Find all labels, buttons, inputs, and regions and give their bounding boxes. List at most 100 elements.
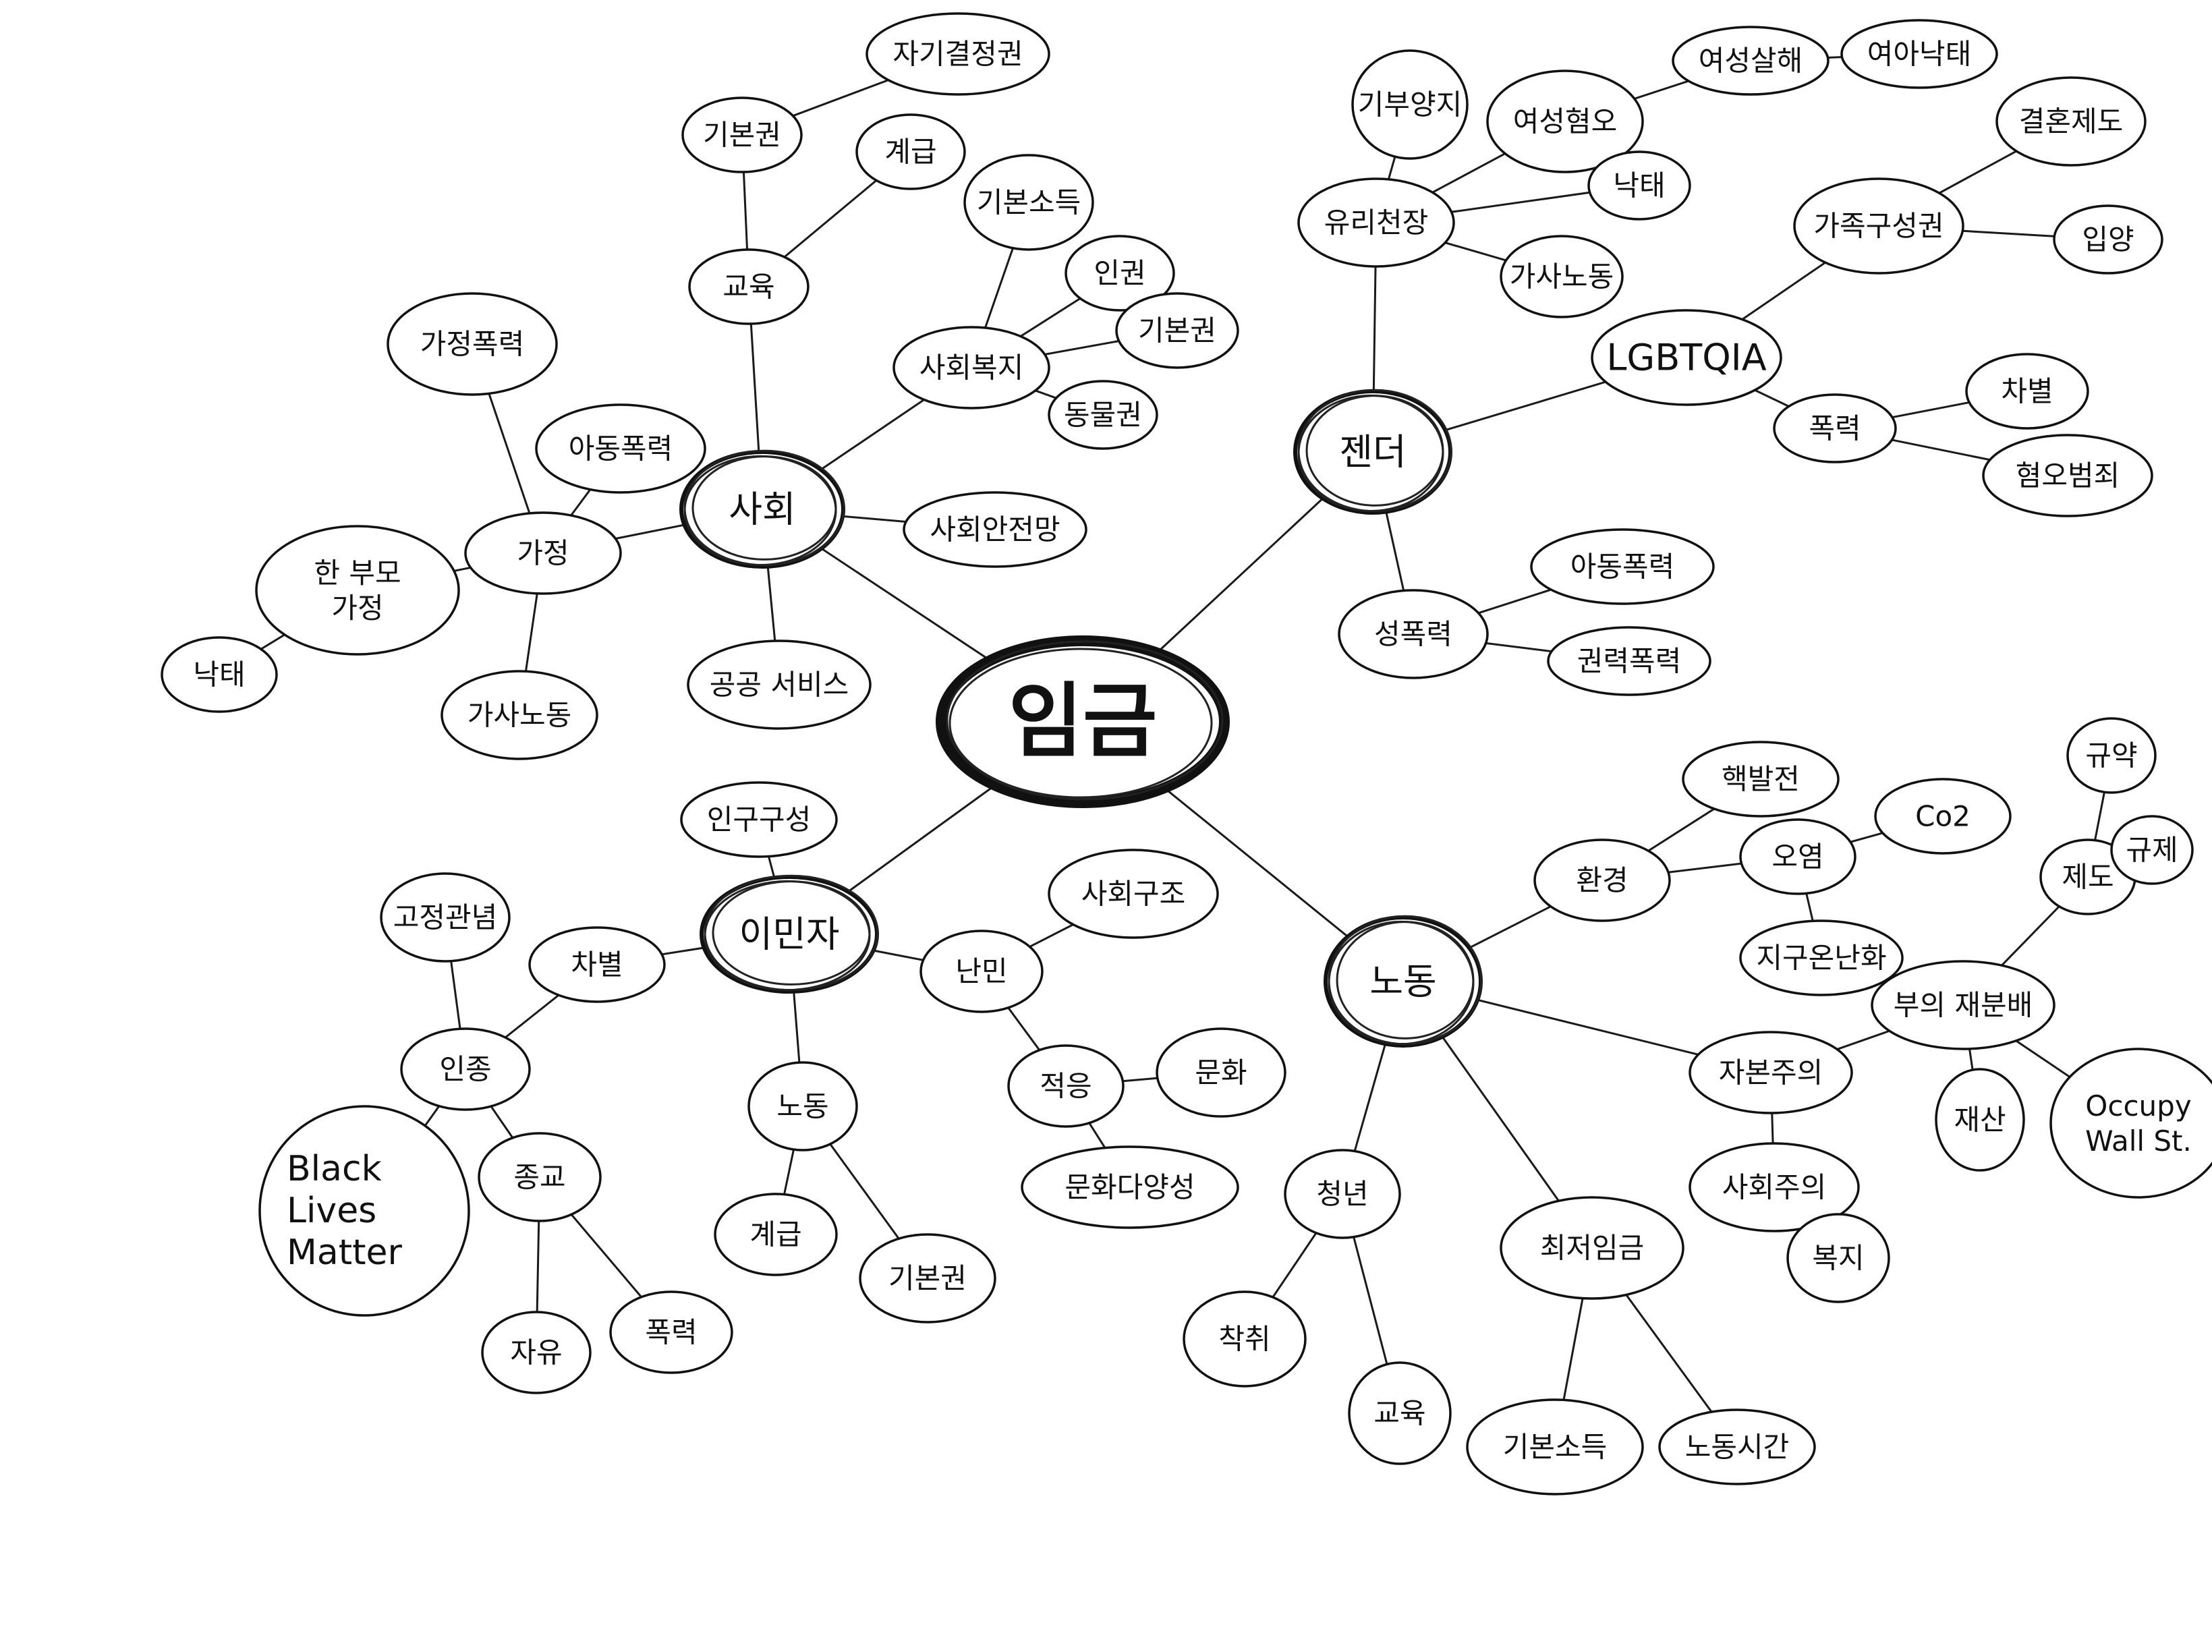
node-label-stereotype: 고정관념 <box>393 901 498 934</box>
node-label-glass-ceiling: 유리천장 <box>1324 206 1429 239</box>
node-label-nuclear: 핵발전 <box>1722 763 1800 796</box>
node-education-2: 교육 <box>1348 1361 1452 1465</box>
node-outline-refugee <box>919 930 1044 1013</box>
node-safety-net: 사회안전망 <box>903 491 1087 568</box>
node-adoption: 입양 <box>2053 204 2163 275</box>
node-welfare: 사회복지 <box>892 326 1050 409</box>
node-wage: 임금 <box>936 635 1230 808</box>
node-outline-basic-rights-1 <box>681 96 803 173</box>
node-ring-gender <box>1305 395 1444 507</box>
node-label-society: 사회 <box>729 488 795 531</box>
node-label-pollution: 오염 <box>1771 841 1823 874</box>
node-basic-income-1: 기본소득 <box>963 154 1094 251</box>
node-child-abuse-1: 아동폭력 <box>535 403 706 494</box>
node-label-religion: 종교 <box>513 1161 565 1194</box>
node-outline-stereotype <box>380 872 511 963</box>
node-housework-2: 가사노동 <box>1500 235 1624 318</box>
node-outline-maternity-leave <box>1351 49 1469 160</box>
node-outline-misogyny <box>1486 69 1644 173</box>
node-youth: 청년 <box>1284 1149 1401 1239</box>
node-outline-public-service <box>687 639 872 730</box>
node-outline-basic-income-2 <box>1466 1398 1644 1496</box>
node-education: 교육 <box>688 248 810 325</box>
node-self-determination: 자기결정권 <box>866 12 1050 96</box>
node-label-social-structure: 사회구조 <box>1081 878 1186 911</box>
node-nuclear: 핵발전 <box>1682 741 1840 818</box>
node-outline-single-parent <box>255 525 460 656</box>
node-label-multiculturalism: 문화다양성 <box>1065 1171 1195 1204</box>
node-power-violence: 권력폭력 <box>1547 626 1711 696</box>
node-outline-co2 <box>1874 778 2012 855</box>
node-labor: 노동 <box>1324 915 1483 1048</box>
node-co2: Co2 <box>1874 778 2012 855</box>
node-label-socialism: 사회주의 <box>1722 1171 1827 1204</box>
node-human-rights: 인권 <box>1065 235 1175 312</box>
node-label-housework-2: 가사노동 <box>1510 260 1614 293</box>
node-outline-occupy <box>2049 1048 2212 1199</box>
node-outline-glass-ceiling <box>1297 177 1455 268</box>
node-society: 사회 <box>679 449 845 569</box>
node-misogyny: 여성혐오 <box>1486 69 1644 173</box>
node-glass-ceiling: 유리천장 <box>1297 177 1455 268</box>
node-outline-basic-rights-3 <box>859 1233 996 1323</box>
node-label-class-1: 계급 <box>884 136 936 169</box>
node-violence-2: 폭력 <box>609 1290 733 1374</box>
node-outline-violence-2 <box>609 1290 733 1374</box>
node-label-regulation-2: 규제 <box>2126 834 2178 867</box>
node-outline-human-rights <box>1065 235 1175 312</box>
node-marriage-system: 결혼제도 <box>1995 76 2147 167</box>
node-outline-donation <box>1935 1068 2025 1172</box>
node-label-domestic-violence: 가정폭력 <box>420 328 525 361</box>
node-outline-adaptation <box>1007 1044 1125 1128</box>
node-female-feticide: 여아낙태 <box>1840 19 1998 89</box>
node-outline-working-hours <box>1658 1408 1816 1485</box>
node-outline-youth <box>1284 1149 1401 1239</box>
node-basic-rights-3: 기본권 <box>859 1233 996 1323</box>
node-refugee: 난민 <box>919 930 1044 1013</box>
node-outline-child-abuse-1 <box>535 403 706 494</box>
node-label-child-abuse-1: 아동폭력 <box>569 432 673 465</box>
node-religion: 종교 <box>478 1132 602 1222</box>
node-label-basic-income-1: 기본소득 <box>977 186 1081 219</box>
node-label-abortion-1: 낙태 <box>193 658 245 691</box>
node-outline-socialism <box>1689 1142 1860 1232</box>
node-label-maternity-leave: 기부양지 <box>1358 88 1463 121</box>
node-outline-min-wage <box>1500 1196 1684 1300</box>
node-outline-religion <box>478 1132 602 1222</box>
node-outline-blm <box>258 1105 470 1317</box>
node-label-basic-income-2: 기본소득 <box>1503 1431 1608 1464</box>
node-outline-adoption <box>2053 204 2163 275</box>
node-family: 가정 <box>464 511 622 595</box>
node-sexual-violence: 성폭력 <box>1338 589 1489 679</box>
node-outline-child-abuse-2 <box>1530 528 1715 605</box>
node-outline-basic-rights-2 <box>1115 292 1239 369</box>
node-label-marriage-system: 결혼제도 <box>2019 105 2124 138</box>
node-outline-culture <box>1156 1027 1286 1118</box>
node-label-femicide: 여성살해 <box>1699 45 1803 78</box>
node-stereotype: 고정관념 <box>380 872 511 963</box>
node-environment: 환경 <box>1533 838 1671 922</box>
node-outline-class-1 <box>855 113 966 190</box>
node-label-power-violence: 권력폭력 <box>1577 645 1682 678</box>
node-label-child-abuse-2: 아동폭력 <box>1570 550 1675 583</box>
node-outline-labor-2 <box>747 1061 858 1151</box>
node-ring-immigrant <box>712 880 871 986</box>
node-outline-regulation-1 <box>2066 717 2157 794</box>
node-hate-crime: 혐오범죄 <box>1982 434 2153 517</box>
node-label-basic-rights-3: 기본권 <box>888 1262 967 1295</box>
node-label-family-structure: 가족구성권 <box>1813 210 1944 243</box>
node-outline-capitalism <box>1689 1031 1853 1114</box>
node-outline-education-2 <box>1348 1361 1452 1465</box>
node-label-working-hours: 노동시간 <box>1685 1431 1790 1464</box>
node-outline-housework-2 <box>1500 235 1624 318</box>
node-freedom: 자유 <box>481 1311 592 1394</box>
node-pollution: 오염 <box>1739 818 1856 895</box>
node-label-lgbtqia: LGBTQIA <box>1606 337 1766 379</box>
node-label-education: 교육 <box>722 270 774 304</box>
node-discrimination-1: 차별 <box>1965 353 2089 430</box>
node-label-youth: 청년 <box>1316 1178 1368 1211</box>
node-maternity-leave: 기부양지 <box>1351 49 1469 160</box>
node-outline-global-warming <box>1739 919 1904 996</box>
